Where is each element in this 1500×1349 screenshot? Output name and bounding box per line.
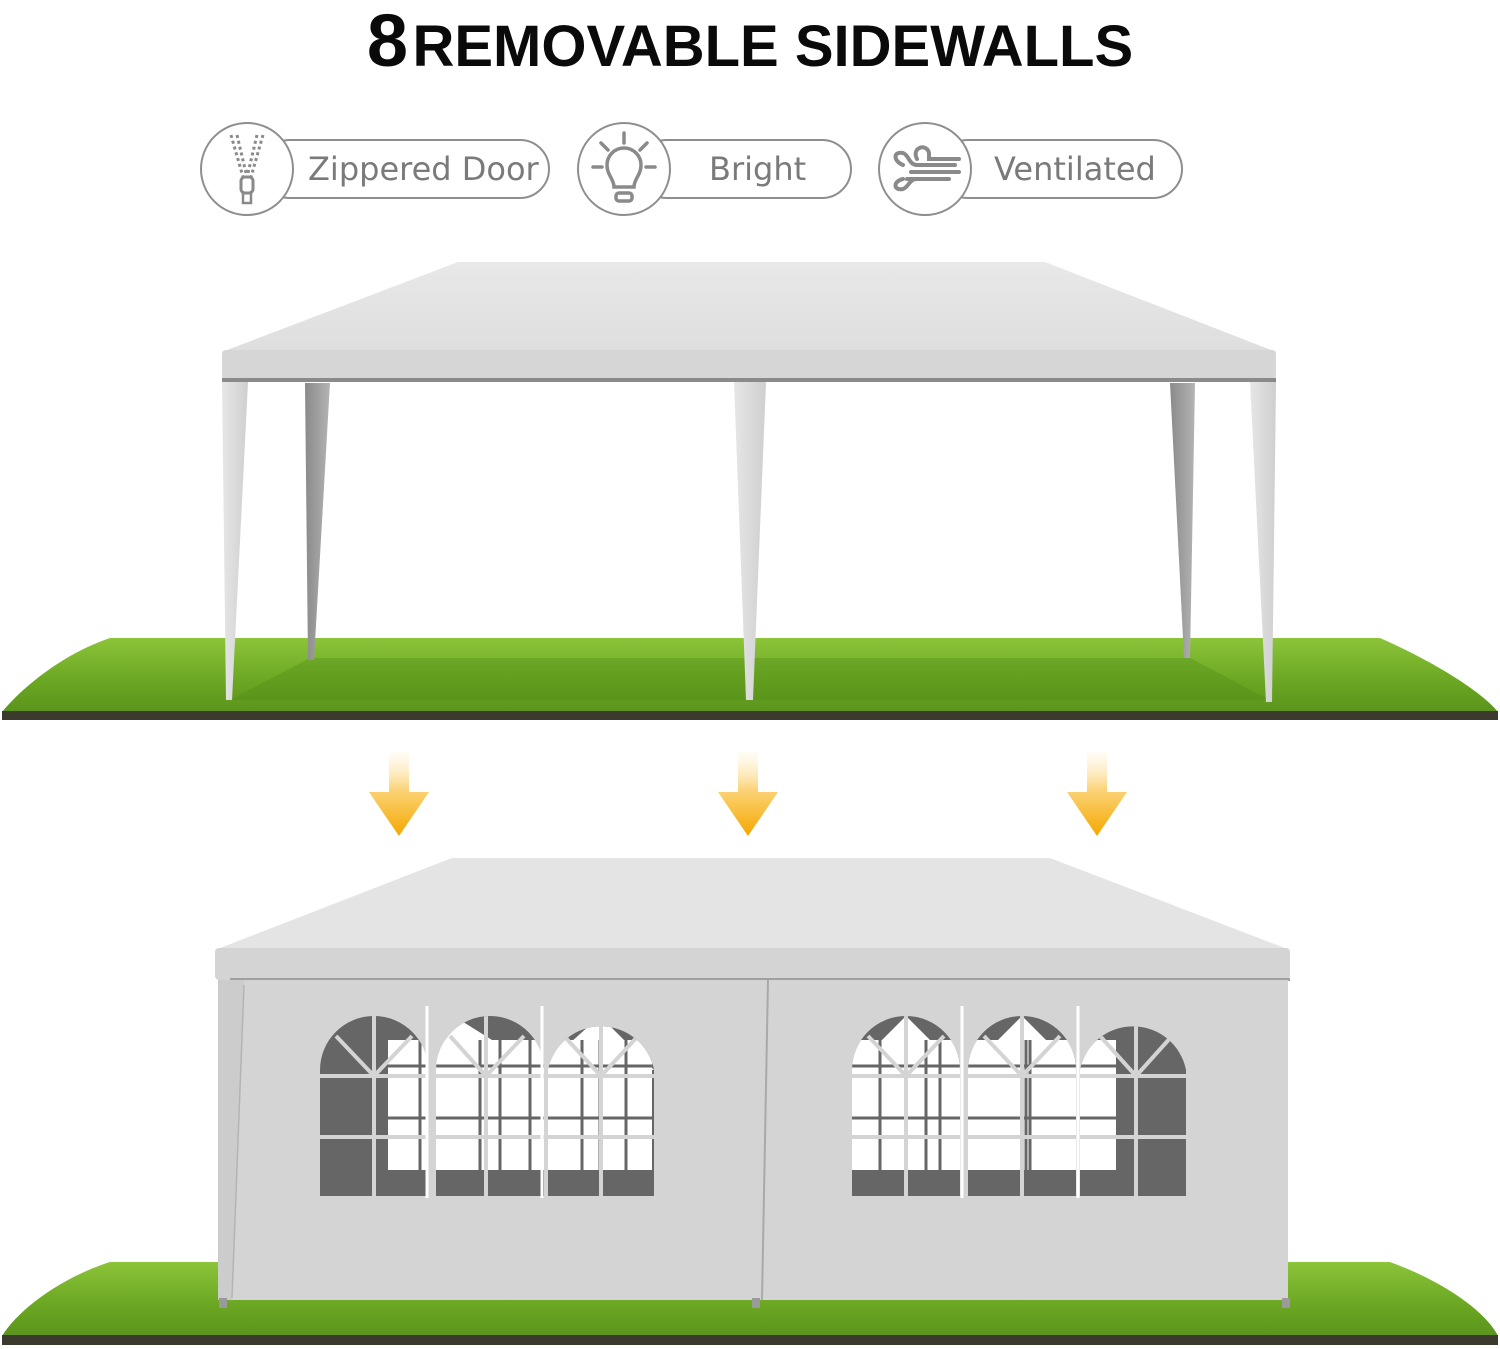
feature-label: Bright — [709, 150, 807, 188]
window-panel-left — [320, 1016, 654, 1196]
feature-bright: Bright — [577, 122, 852, 218]
down-arrow-icon — [1067, 752, 1127, 836]
lightbulb-icon — [577, 122, 671, 216]
wind-icon — [878, 122, 972, 216]
feature-label: Ventilated — [994, 150, 1156, 188]
zipper-icon — [200, 122, 294, 216]
feature-zippered-door: Zippered Door — [200, 122, 550, 218]
feature-label: Zippered Door — [308, 150, 539, 188]
feature-pill: Zippered Door — [260, 139, 550, 199]
headline: 8 REMOVABLE SIDEWALLS — [0, 4, 1500, 78]
tent-frame-scene — [2, 262, 1498, 720]
down-arrow-icon — [718, 752, 778, 836]
window-panel-right — [852, 1016, 1186, 1196]
headline-number: 8 — [366, 0, 408, 82]
feature-pill: Ventilated — [938, 139, 1183, 199]
tent-sidewalls-scene — [2, 858, 1498, 1345]
feature-pill: Bright — [637, 139, 852, 199]
headline-text: REMOVABLE SIDEWALLS — [412, 14, 1134, 79]
down-arrow-icon — [369, 752, 429, 836]
feature-ventilated: Ventilated — [878, 122, 1183, 218]
